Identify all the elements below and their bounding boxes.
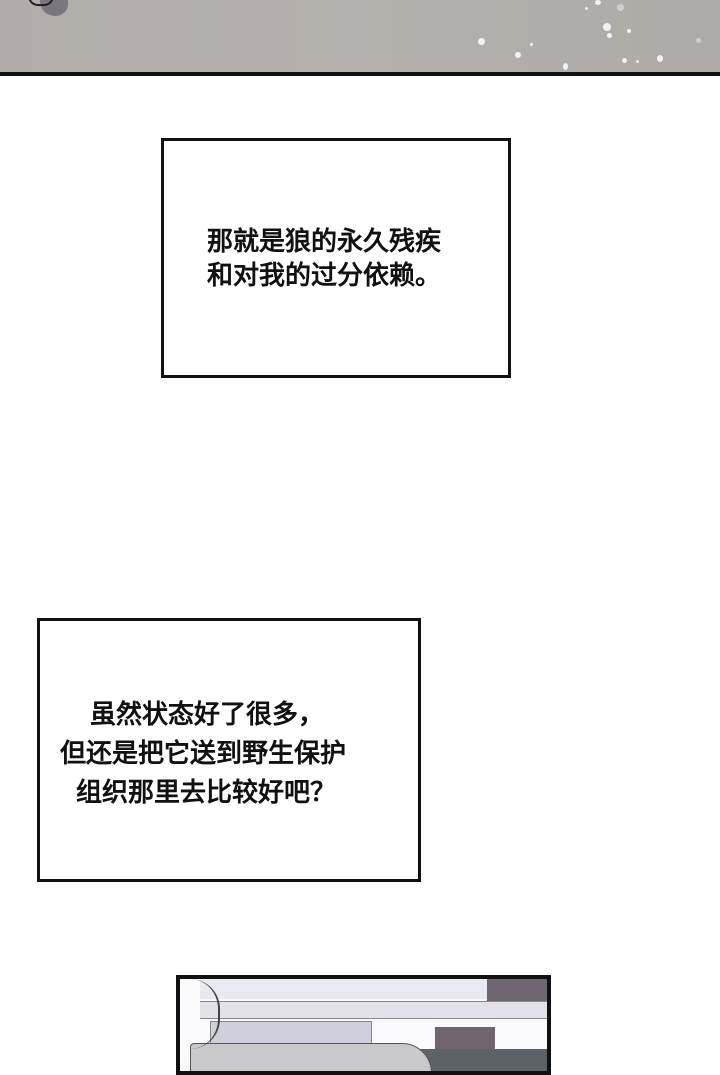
sparkle — [657, 55, 663, 62]
caption-box-1: 那就是狼的永久残疾 和对我的过分依赖。 — [161, 138, 511, 378]
sparkle — [585, 7, 588, 10]
sparkle — [530, 43, 533, 46]
caption-line: 虽然状态好了很多， — [90, 700, 325, 730]
sparkle — [636, 60, 639, 63]
sparkle — [478, 38, 485, 45]
caption-line: 但还是把它送到野生保护 — [60, 739, 347, 769]
sparkle — [563, 63, 568, 70]
caption-box-2: 虽然状态好了很多， 但还是把它送到野生保护 组织那里去比较好吧？ — [37, 618, 421, 882]
sparkle — [696, 38, 701, 43]
dark-cabinet — [487, 979, 547, 1001]
dark-box — [435, 1027, 495, 1053]
wall — [200, 979, 540, 999]
sofa — [190, 1043, 432, 1071]
sparkle — [603, 23, 611, 31]
curtain-line — [188, 979, 220, 1049]
shelf — [200, 1001, 547, 1019]
caption-line: 组织那里去比较好吧？ — [76, 778, 337, 808]
top-comic-panel — [0, 0, 720, 76]
sparkle — [627, 29, 631, 33]
sparkle — [617, 4, 624, 11]
sparkle — [595, 0, 601, 5]
caption-line: 和对我的过分依赖。 — [207, 261, 442, 291]
bottom-comic-panel — [176, 975, 551, 1075]
sparkle — [622, 58, 627, 63]
caption-line: 那就是狼的永久残疾 — [207, 227, 442, 257]
sparkle — [607, 33, 612, 38]
sparkle — [515, 52, 521, 58]
